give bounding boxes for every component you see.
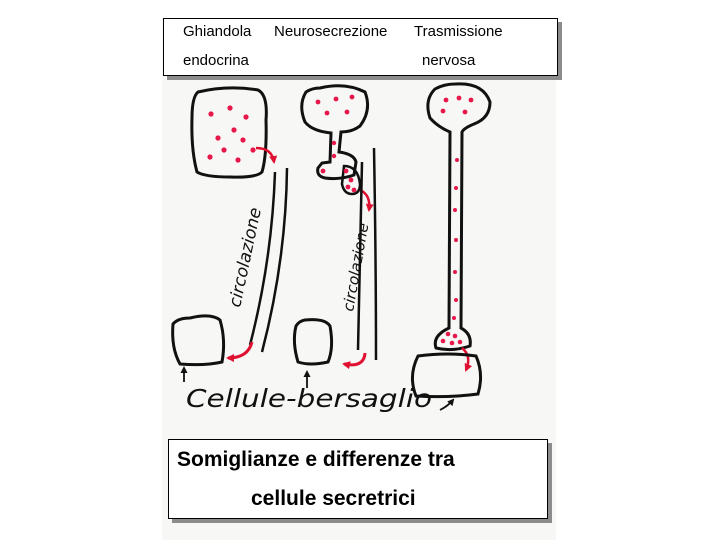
blood-vessel-1 bbox=[248, 167, 289, 353]
secretion-arrow-1 bbox=[255, 146, 278, 164]
target-cells-label: Cellule-bersaglio bbox=[186, 384, 432, 413]
header-nervosa: nervosa bbox=[422, 52, 476, 69]
caption-line-2: cellule secretrici bbox=[251, 487, 416, 510]
neurosecretion-granules bbox=[315, 94, 357, 193]
pointer-arrow-3 bbox=[439, 398, 455, 411]
neurosecretory-cell bbox=[300, 84, 370, 196]
neurotransmitter-vesicles bbox=[440, 95, 474, 346]
header-box: Ghiandola endocrina Neurosecrezione Tras… bbox=[163, 18, 558, 76]
delivery-arrow-2 bbox=[342, 352, 367, 370]
blood-vessel-2 bbox=[356, 147, 378, 361]
neuron-cell bbox=[426, 82, 492, 352]
synapse-arrow bbox=[461, 347, 473, 372]
header-trasmissione: Trasmissione bbox=[414, 23, 503, 40]
target-cell-2 bbox=[292, 318, 334, 366]
hormone-granules bbox=[207, 105, 256, 163]
header-ghiandola: Ghiandola bbox=[183, 23, 252, 40]
target-cell-1 bbox=[171, 314, 226, 367]
caption-line-1: Somiglianze e differenze tra bbox=[177, 448, 455, 471]
circulation-label-1: circolazione bbox=[225, 206, 266, 309]
header-endocrina: endocrina bbox=[183, 52, 249, 69]
circulation-label-2: circolazione bbox=[339, 222, 372, 313]
target-cell-3 bbox=[411, 352, 483, 399]
header-neurosecrezione: Neurosecrezione bbox=[274, 23, 388, 40]
endocrine-gland-cell bbox=[190, 86, 268, 179]
delivery-arrow-1 bbox=[226, 341, 254, 362]
caption-box: Somiglianze e differenze tra cellule sec… bbox=[168, 439, 548, 519]
